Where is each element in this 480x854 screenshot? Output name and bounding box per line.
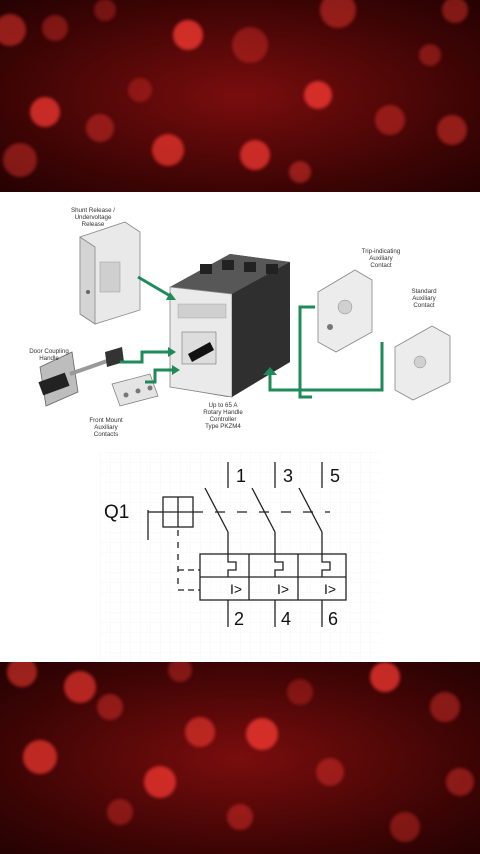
terminal-2: 2: [234, 609, 245, 629]
bokeh-background-top: [0, 0, 480, 192]
bokeh-dot: [152, 134, 184, 166]
overcurrent-symbol-2: I>: [277, 581, 290, 597]
shunt-release-module: [79, 221, 141, 325]
terminal-6: 6: [328, 609, 339, 629]
bokeh-dot: [185, 717, 215, 747]
bokeh-dot: [419, 44, 441, 66]
bokeh-dot: [128, 78, 152, 102]
circuit-schematic: [100, 452, 380, 662]
overcurrent-symbol-1: I>: [230, 581, 243, 597]
bokeh-background-bottom: [0, 662, 480, 854]
terminal-5: 5: [330, 466, 341, 486]
bokeh-dot: [64, 671, 96, 703]
bokeh-dot: [370, 662, 400, 692]
bokeh-dot: [168, 662, 192, 682]
bokeh-dot: [30, 97, 60, 127]
bokeh-dot: [446, 768, 474, 796]
front-mount-auxiliary-contacts: [111, 373, 159, 407]
bokeh-dot: [232, 27, 268, 63]
device-designation: Q1: [104, 502, 130, 523]
bokeh-dot: [240, 140, 270, 170]
bokeh-dot: [144, 766, 176, 798]
bokeh-dot: [7, 662, 37, 687]
trip-indicating-contact: [317, 269, 373, 353]
door-coupling-handle: [38, 347, 124, 407]
bokeh-dot: [375, 105, 405, 135]
bokeh-dot: [289, 161, 311, 183]
bokeh-dot: [437, 115, 467, 145]
bokeh-dot: [390, 812, 420, 842]
overcurrent-symbol-3: I>: [324, 581, 337, 597]
bokeh-dot: [107, 799, 133, 825]
bokeh-dot: [97, 694, 123, 720]
bokeh-dot: [316, 758, 344, 786]
bokeh-dot: [442, 0, 468, 23]
bokeh-dot: [86, 114, 114, 142]
bokeh-dot: [430, 692, 460, 722]
bokeh-dot: [287, 679, 313, 705]
bokeh-dot: [23, 740, 57, 774]
bokeh-dot: [173, 20, 203, 50]
accessory-illustration: [38, 221, 451, 407]
bokeh-dot: [3, 143, 37, 177]
terminal-1: 1: [236, 466, 247, 486]
bokeh-dot: [227, 804, 253, 830]
connection-arrows: [120, 275, 384, 399]
standard-auxiliary-contact: [394, 325, 451, 401]
bokeh-dot: [42, 15, 68, 41]
bokeh-dot: [304, 81, 332, 109]
bokeh-dot: [246, 718, 278, 750]
motor-controller: [169, 254, 290, 398]
bokeh-dot: [320, 0, 356, 28]
terminal-3: 3: [283, 466, 294, 486]
terminal-4: 4: [281, 609, 292, 629]
bokeh-dot: [94, 0, 116, 21]
bokeh-dot: [0, 14, 26, 46]
